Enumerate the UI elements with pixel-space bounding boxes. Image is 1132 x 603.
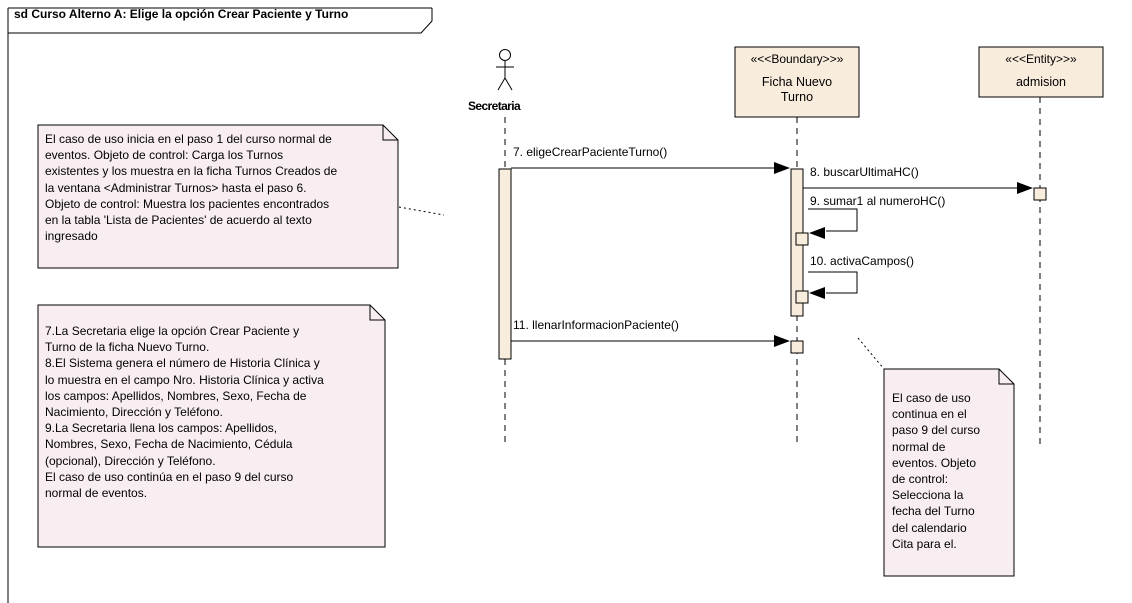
secretaria-activation (498, 168, 512, 360)
message-10-arrowhead (809, 287, 825, 299)
note-1-connector (398, 206, 445, 216)
message-8-arrowhead (1017, 182, 1033, 194)
note-3-text: El caso de uso continua en el paso 9 del… (892, 391, 981, 551)
note-3-connector (857, 337, 885, 370)
entity-activation-box (1033, 187, 1047, 201)
boundary-lifeline-box (734, 46, 860, 118)
message-9-label: 9. sumar1 al numeroHC() (810, 194, 946, 208)
boundary-activation-11 (790, 340, 804, 354)
message-10-label: 10. activaCampos() (810, 254, 915, 268)
secretaria-actor-icon (496, 49, 514, 91)
boundary-stereotype: «<<Boundary>>» (750, 52, 844, 66)
message-9-line (808, 208, 858, 232)
actor-name: Secretaria (468, 99, 521, 113)
message-11-arrowhead (774, 335, 790, 347)
entity-stereotype: «<<Entity>>» (1005, 52, 1077, 66)
note-1-text: El caso de uso inicia en el paso 1 del c… (45, 132, 338, 244)
entity-lifeline-box (978, 46, 1104, 98)
message-9-arrowhead (809, 227, 825, 239)
message-10-line (808, 271, 858, 294)
diagram-title: sd Curso Alterno A: Elige la opción Crea… (14, 7, 349, 21)
self-activation-9 (795, 232, 809, 246)
message-11-label: 11. llenarInformacionPaciente() (513, 318, 679, 332)
note-3-shape (883, 368, 1015, 577)
message-7-label: 7. eligeCrearPacienteTurno() (513, 145, 668, 159)
message-7-arrowhead (774, 162, 790, 174)
note-2-text: 7.La Secretaria elige la opción Crear Pa… (45, 324, 324, 501)
note-1-shape (37, 124, 399, 269)
entity-name: admision (1015, 75, 1067, 89)
diagram-frame (7, 7, 433, 603)
note-2-shape (37, 304, 386, 548)
self-activation-10 (795, 290, 809, 304)
message-8-label: 8. buscarUltimaHC() (810, 165, 919, 179)
boundary-name: Ficha Nuevo Turno (761, 75, 833, 104)
